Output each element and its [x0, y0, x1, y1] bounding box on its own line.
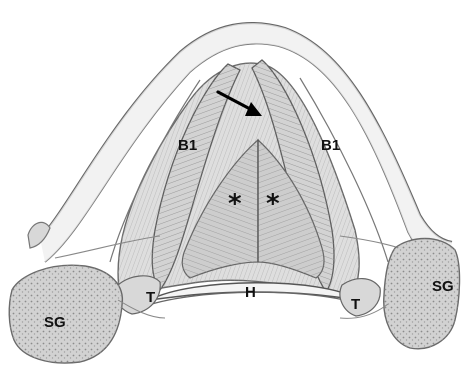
- label-h: H: [245, 284, 256, 301]
- label-b1-right: B1: [321, 137, 340, 154]
- label-sg-left: SG: [44, 314, 66, 331]
- label-t-left: T: [146, 289, 155, 306]
- label-asterisk-left: *: [228, 189, 242, 219]
- label-sg-right: SG: [432, 278, 454, 295]
- label-asterisk-right: *: [266, 189, 280, 219]
- label-b1-left: B1: [178, 137, 197, 154]
- label-t-right: T: [351, 296, 360, 313]
